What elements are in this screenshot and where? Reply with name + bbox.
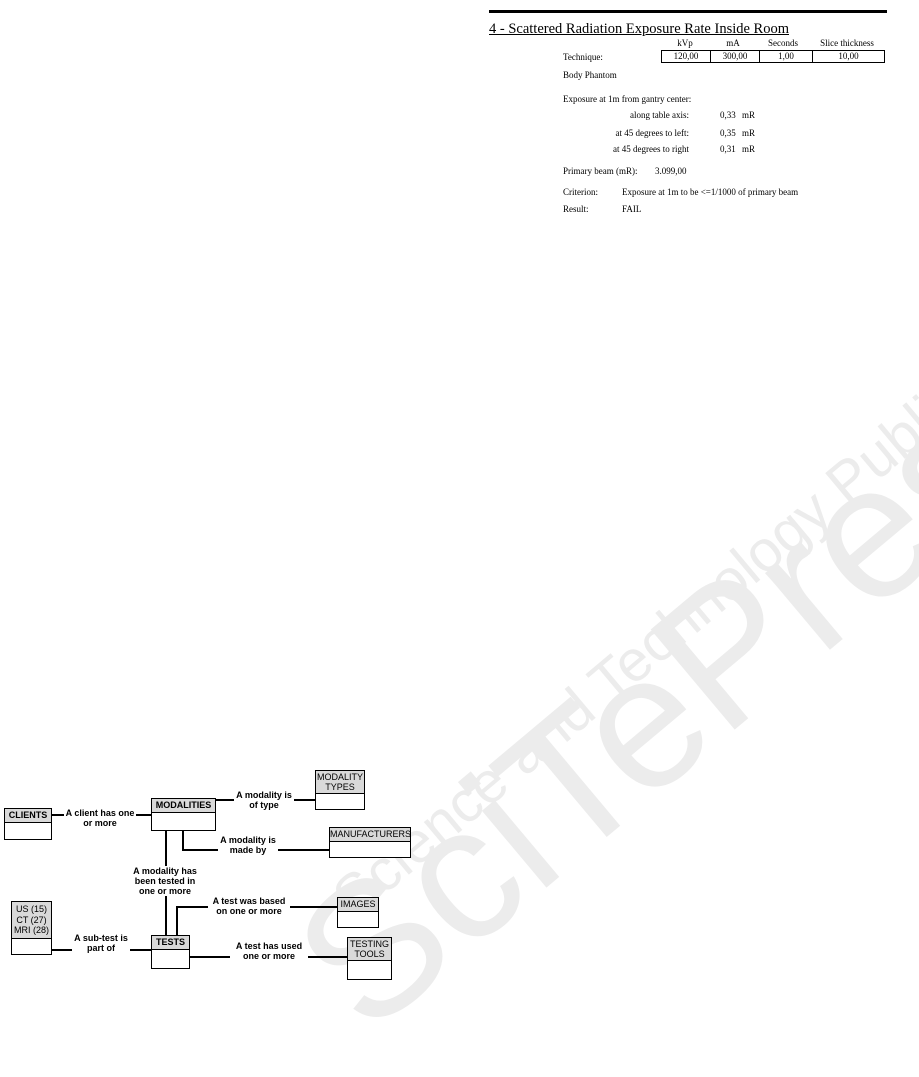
exposure-unit-2: mR	[742, 144, 756, 154]
header-ma: mA	[726, 38, 740, 48]
entity-testing-tools-label: TESTING TOOLS	[348, 938, 391, 961]
value-seconds: 1,00	[759, 51, 812, 62]
entity-modalities: MODALITIES	[151, 798, 216, 831]
exposure-label-2: at 45 degrees to right	[613, 144, 689, 154]
entity-subtests: US (15) CT (27) MRI (28)	[11, 901, 52, 955]
exposure-unit-1: mR	[742, 128, 756, 138]
entity-images: IMAGES	[337, 897, 379, 928]
value-slice: 10,00	[812, 51, 884, 62]
entity-clients: CLIENTS	[4, 808, 52, 840]
primary-beam-label: Primary beam (mR):	[563, 166, 638, 176]
entity-modalities-label: MODALITIES	[152, 799, 215, 813]
entity-tests-label: TESTS	[152, 936, 189, 950]
criterion-label: Criterion:	[563, 187, 598, 197]
entity-clients-label: CLIENTS	[5, 809, 51, 823]
exposure-label-0: along table axis:	[630, 110, 689, 120]
technique-row: Technique: 120,00 300,00 1,00 10,00	[489, 50, 887, 64]
entity-tests: TESTS	[151, 935, 190, 969]
report-section: 4 - Scattered Radiation Exposure Rate In…	[489, 10, 887, 214]
entity-modality-types: MODALITY TYPES	[315, 770, 365, 810]
phantom-text: Body Phantom	[563, 70, 617, 80]
entity-images-label: IMAGES	[338, 898, 378, 912]
result-label: Result:	[563, 204, 589, 214]
relation-modality-made: A modality is made by	[218, 835, 278, 855]
entity-manufacturers: MANUFACTURERS	[329, 827, 411, 858]
result-value: FAIL	[622, 204, 642, 214]
entity-manufacturers-label: MANUFACTURERS	[330, 828, 411, 842]
exposure-value-0: 0,33	[720, 110, 736, 120]
header-kvp: kVp	[677, 38, 693, 48]
technique-headers: kVp mA Seconds Slice thickness	[661, 38, 885, 50]
er-diagram: CLIENTS MODALITIES MODALITY TYPES MANUFA…	[0, 765, 420, 990]
entity-subtests-label: US (15) CT (27) MRI (28)	[12, 902, 51, 939]
exposure-value-2: 0,31	[720, 144, 736, 154]
exposure-label-1: at 45 degrees to left:	[615, 128, 689, 138]
header-slice: Slice thickness	[820, 38, 874, 48]
relation-test-used: A test has used one or more	[230, 941, 308, 961]
top-rule	[489, 10, 887, 13]
criterion-value: Exposure at 1m to be <=1/1000 of primary…	[622, 187, 799, 197]
value-kvp: 120,00	[673, 51, 699, 61]
technique-values: 120,00 300,00 1,00 10,00	[661, 50, 885, 63]
relation-modality-type: A modality is of type	[234, 790, 294, 810]
entity-testing-tools: TESTING TOOLS	[347, 937, 392, 980]
entity-modality-types-label: MODALITY TYPES	[316, 771, 364, 794]
relation-subtest-part: A sub-test is part of	[72, 933, 130, 953]
exposure-value-1: 0,35	[720, 128, 736, 138]
value-ma: 300,00	[710, 51, 759, 62]
section-title: 4 - Scattered Radiation Exposure Rate In…	[489, 21, 789, 37]
technique-label: Technique:	[563, 52, 603, 62]
relation-test-based: A test was based on one or more	[208, 896, 290, 916]
exposure-heading: Exposure at 1m from gantry center:	[563, 94, 692, 104]
relation-modality-tested: A modality has been tested in one or mor…	[132, 866, 198, 896]
primary-beam-value: 3.099,00	[655, 166, 687, 176]
exposure-unit-0: mR	[742, 110, 756, 120]
header-seconds: Seconds	[768, 38, 798, 48]
relation-client-has: A client has one or more	[64, 808, 136, 828]
